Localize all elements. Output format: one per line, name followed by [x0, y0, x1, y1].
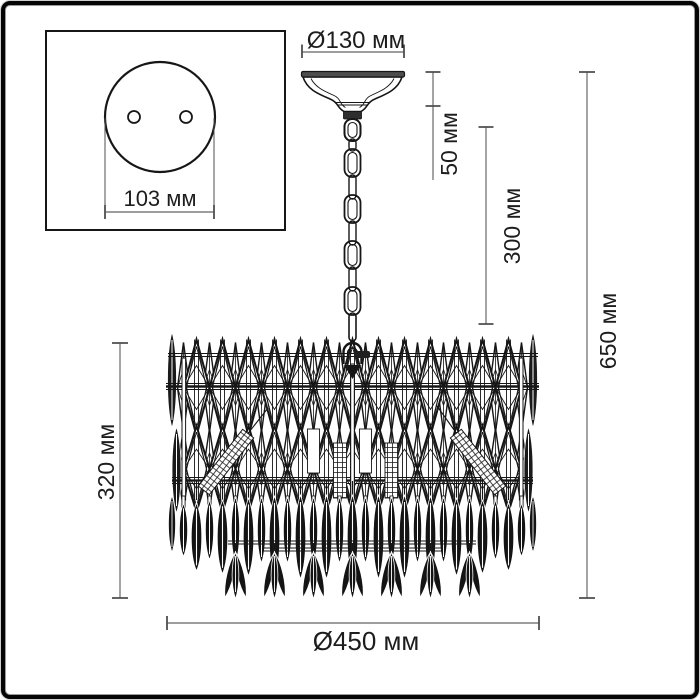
bottom-drop-fans: [221, 543, 484, 600]
inset-box: [45, 30, 286, 231]
suspension-chain: [343, 118, 362, 342]
shade-frame: [166, 353, 539, 541]
db-crystal: [398, 494, 411, 580]
dim-canopy-height: 50 мм: [425, 71, 462, 180]
dm-crystal: [516, 503, 527, 557]
dim-label-canopy-diameter: Ø130 мм: [307, 27, 405, 54]
mounting-plate-circle: [103, 60, 217, 174]
ceiling-canopy: [300, 70, 406, 120]
plate-dimension-ticks: [104, 205, 215, 219]
dim-label-canopy-height: 50 мм: [436, 112, 462, 176]
dim-canopy-diameter: Ø130 мм: [301, 27, 405, 58]
db-crystal: [372, 494, 385, 580]
canopy-plate: [300, 70, 406, 78]
dm-crystal: [178, 503, 189, 557]
hanger-bolt: [354, 351, 370, 358]
dim-overall-height: 650 мм: [579, 71, 621, 599]
dim-label-overall-height: 650 мм: [595, 293, 621, 369]
db-crystal: [190, 502, 203, 572]
db-crystal: [476, 499, 489, 575]
crystal-drops: [168, 481, 537, 580]
textured-crystal-strip-left: [333, 442, 347, 499]
mounting-hole-right: [179, 110, 193, 124]
dim-label-shade-height: 320 мм: [93, 424, 119, 500]
db-crystal: [216, 499, 229, 575]
df-crystal: [416, 550, 445, 600]
canopy-bell: [301, 76, 404, 113]
hanger-knob: [344, 365, 361, 379]
dm-crystal: [256, 496, 267, 564]
shade-hanger: [342, 341, 370, 379]
sl-crystal: [167, 331, 177, 429]
df-crystal: [260, 550, 289, 600]
beaded-pendant-right: [449, 428, 507, 496]
extension-lines: [104, 118, 215, 216]
dm-crystal: [204, 499, 215, 561]
dm-crystal: [490, 499, 501, 561]
chandelier-shade: [166, 331, 539, 600]
dim-label-shade-diameter: Ø450 мм: [313, 626, 420, 656]
db-crystal: [242, 497, 255, 577]
db-crystal: [320, 494, 333, 580]
beaded-pendant-left: [197, 428, 255, 496]
dim-label-chain-length: 300 мм: [499, 188, 525, 264]
dm-crystal: [334, 496, 345, 564]
dm-crystal: [412, 496, 423, 564]
dm-crystal: [360, 496, 371, 564]
mounting-hole-left: [127, 110, 141, 124]
dm-crystal: [438, 496, 449, 564]
dim-shade-diameter: Ø450 мм: [166, 616, 540, 656]
dim-shade-height: 320 мм: [93, 342, 128, 599]
dim-chain-length: 300 мм: [478, 126, 525, 325]
mounting-plate-inset: 103 мм: [45, 30, 286, 231]
db-crystal: [502, 502, 515, 572]
canopy-collar: [343, 111, 362, 120]
textured-crystal-strip-right: [384, 442, 399, 499]
db-crystal: [294, 494, 307, 580]
df-crystal: [338, 550, 367, 600]
dimensions: Ø130 мм 50 мм 300 мм 650 мм 320 мм Ø450 …: [93, 27, 621, 656]
dm-crystal: [282, 496, 293, 564]
sl-crystal: [528, 331, 538, 429]
dim-label-mounting-plate: 103 мм: [123, 186, 196, 211]
pendant-leader-lines: [245, 405, 458, 437]
db-crystal: [450, 497, 463, 577]
